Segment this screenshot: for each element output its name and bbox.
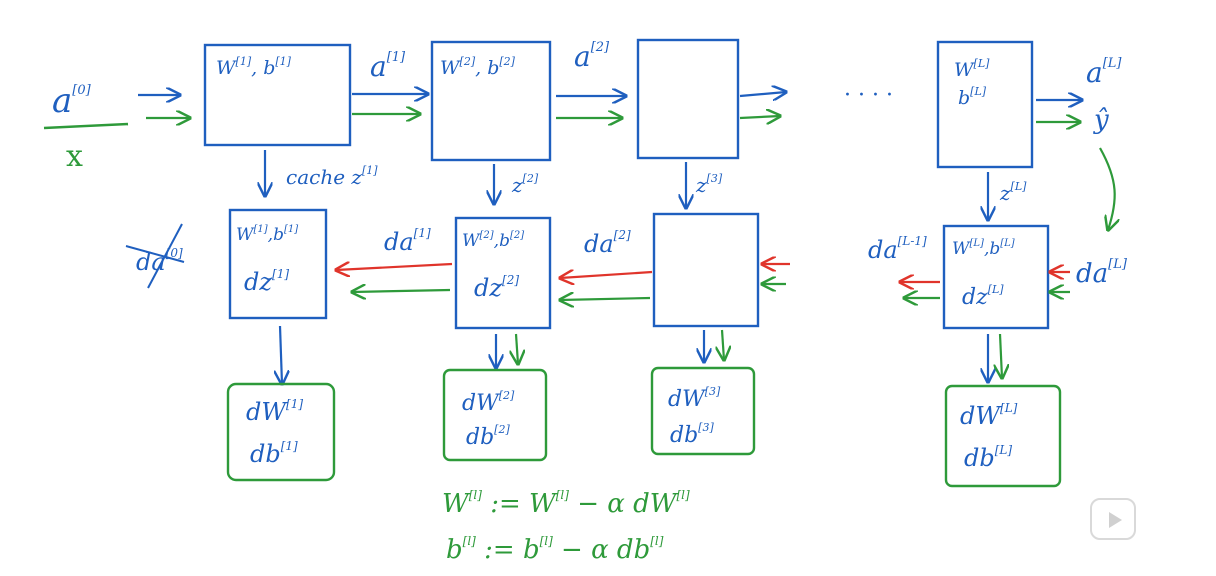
forward-box-1: [203, 43, 352, 147]
cache-label-1: cache z[1]: [286, 164, 378, 189]
backward-box-1-wb: W[1],b[1]: [236, 224, 298, 245]
update-rule-b: b[l] := b[l] − α db[l]: [446, 534, 664, 565]
da0-strike-2: [147, 223, 183, 289]
grad-arrow-L-green: [1000, 333, 1002, 378]
forward-box-L-b: b[L]: [958, 85, 987, 109]
backward-box-2-dz: dz[2]: [474, 273, 519, 302]
grad-box-1: [226, 382, 336, 482]
fwd-arrow-3-blue: [739, 92, 786, 96]
backward-box-2: [454, 216, 552, 330]
grad-arrow-3-green: [722, 329, 724, 360]
forward-box-L: [936, 40, 1034, 169]
grad-box-1-dw: dW[1]: [246, 397, 303, 426]
grad-box-3: [650, 366, 756, 456]
bwd-label-da1: da[1]: [384, 226, 431, 256]
grad-arrow-2-green: [516, 333, 518, 364]
fwd-label-a1: a[1]: [370, 50, 406, 83]
input-underline: [43, 122, 129, 130]
fwd-arrow-3-green: [739, 116, 780, 118]
backward-box-L-wb: W[L],b[L]: [952, 238, 1015, 259]
grad-box-L: [944, 384, 1062, 488]
grad-box-L-dw: dW[L]: [960, 401, 1018, 430]
grad-box-2-dw: dW[2]: [462, 389, 515, 416]
bwd-label-da2: da[2]: [584, 228, 631, 258]
forward-box-1-label: W[1], b[1]: [216, 55, 292, 79]
cache-label-3: z[3]: [695, 172, 723, 197]
loss-arrow: [1099, 147, 1115, 230]
forward-box-L-w: W[L]: [954, 57, 990, 81]
bwd-arrow-32-green: [560, 298, 651, 300]
forward-box-3: [636, 38, 740, 160]
grad-box-L-db: db[L]: [964, 443, 1012, 472]
grad-box-2: [442, 368, 548, 462]
bwd-arrow-32-red: [560, 272, 653, 278]
bwd-arrow-21-red: [336, 264, 453, 270]
backward-box-2-wb: W[2],b[2]: [462, 230, 524, 251]
input-x: x: [66, 139, 83, 174]
forward-box-2: [430, 40, 552, 162]
fwd-label-aL: a[L]: [1086, 56, 1122, 89]
play-icon[interactable]: [1090, 498, 1136, 540]
grad-box-3-dw: dW[3]: [668, 385, 721, 412]
backward-box-1-dz: dz[1]: [244, 267, 289, 296]
forward-box-2-label: W[2], b[2]: [440, 55, 516, 79]
grad-arrow-1: [280, 325, 282, 384]
backward-box-L-dz: dz[L]: [962, 283, 1004, 310]
grad-box-1-db: db[1]: [250, 439, 298, 468]
fwd-ellipsis: · · · ·: [844, 83, 893, 108]
fwd-label-yhat: ŷ: [1093, 105, 1109, 135]
backward-box-L: [942, 224, 1050, 330]
cache-label-L: z[L]: [999, 180, 1027, 205]
bwd-arrow-21-green: [352, 290, 451, 292]
da0-strike-1: [125, 245, 185, 263]
cache-label-2: z[2]: [511, 172, 539, 197]
backward-box-1: [228, 208, 328, 320]
grad-box-2-db: db[2]: [466, 423, 510, 450]
grad-box-3-db: db[3]: [670, 421, 714, 448]
play-triangle-icon: [1109, 512, 1122, 528]
update-rule-w: W[l] := W[l] − α dW[l]: [442, 488, 690, 519]
input-a0: a[0]: [52, 81, 92, 121]
bwd-label-daL: da[L]: [1076, 257, 1128, 289]
bwd-label-daLm1: da[L-1]: [868, 234, 927, 264]
fwd-label-a2: a[2]: [574, 40, 610, 73]
backward-box-3: [652, 212, 760, 328]
